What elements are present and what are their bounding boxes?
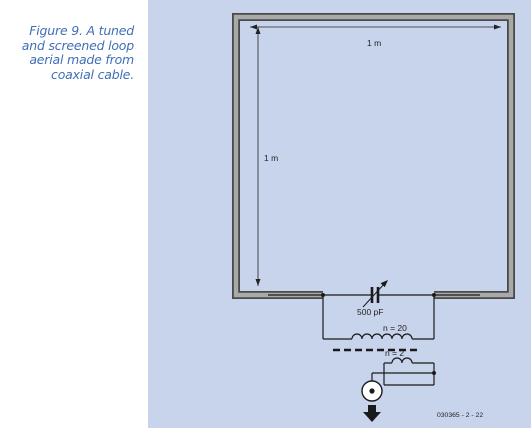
figure-caption: Figure 9. A tuned and screened loop aeri… (0, 23, 134, 82)
caption-line-1: Figure 9. A tuned (29, 23, 134, 38)
height-arrow-bottom-icon (255, 279, 261, 286)
coax-loop (232, 13, 515, 299)
node-secondary-top (432, 371, 436, 375)
output-arrow-icon (363, 405, 381, 422)
caption-panel: Figure 9. A tuned and screened loop aeri… (0, 0, 148, 428)
primary-winding-icon (351, 333, 413, 340)
reference-code: 030365 - 2 - 22 (437, 412, 483, 419)
secondary-winding-icon (391, 357, 413, 364)
caption-line-2: and screened loop (21, 37, 134, 53)
variable-capacitor-icon (362, 280, 388, 308)
caption-line-3: aerial made from (29, 52, 134, 67)
caption-line-4: coaxial cable. (51, 66, 134, 82)
secondary-winding-label: n = 2 (385, 348, 404, 358)
width-arrow-left-icon (250, 24, 257, 30)
height-label: 1 m (264, 153, 278, 163)
width-label: 1 m (367, 38, 381, 48)
diagram-panel (148, 0, 531, 428)
capacitor-label: 500 pF (357, 307, 383, 317)
primary-winding-label: n = 20 (383, 323, 407, 333)
width-arrow-right-icon (494, 24, 501, 30)
height-arrow-top-icon (255, 27, 261, 34)
tuning-network: 500 pF n = 20 n = 2 (321, 280, 436, 422)
coax-loop-inner (233, 14, 514, 298)
width-dimension: 1 m (250, 24, 501, 48)
coax-socket-icon (361, 373, 383, 402)
height-dimension: 1 m (255, 27, 278, 286)
